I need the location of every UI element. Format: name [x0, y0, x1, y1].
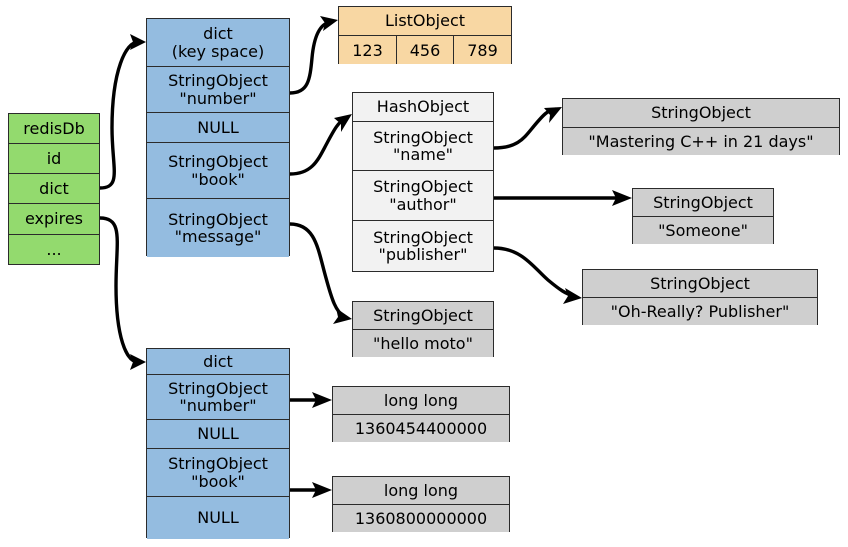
longlong-number-header: long long: [333, 387, 509, 415]
keyspace-dict-struct: dict (key space) StringObject "number" N…: [146, 18, 290, 257]
string-object-message: StringObject "hello moto": [352, 301, 494, 357]
redisdb-row-dict: dict: [9, 174, 99, 204]
longlong-book-header: long long: [333, 477, 509, 505]
list-object-header: ListObject: [339, 7, 511, 36]
list-object-cell-2: 789: [454, 36, 511, 64]
hash-object-field-author: StringObject "author": [353, 171, 493, 221]
expires-dict-header: dict: [147, 349, 289, 375]
redisdb-row-id: id: [9, 144, 99, 174]
arrow-hash-name-to-book-title: [493, 107, 562, 150]
keyspace-dict-null: NULL: [147, 113, 289, 143]
arrow-hash-publisher-to-publisher: [493, 246, 582, 304]
arrow-keyspace-message-to-hello-moto: [289, 222, 352, 324]
redisdb-row-ellipsis: ...: [9, 235, 99, 264]
arrow-redisdb-expires-to-expires-dict: [99, 216, 146, 370]
redisdb-row-name: redisDb: [9, 114, 99, 144]
arrow-expires-book-to-longlong-book: [290, 482, 332, 498]
string-object-publisher-value: "Oh-Really? Publisher": [583, 298, 817, 325]
string-object-message-header: StringObject: [353, 302, 493, 330]
hash-object-field-name: StringObject "name": [353, 122, 493, 171]
list-object-cells: 123 456 789: [339, 36, 511, 64]
keyspace-dict-header: dict (key space): [147, 19, 289, 67]
list-object-struct: ListObject 123 456 789: [338, 6, 512, 64]
keyspace-dict-key-number: StringObject "number": [147, 67, 289, 113]
longlong-book-struct: long long 1360800000000: [332, 476, 510, 532]
expires-dict-null-1: NULL: [147, 420, 289, 449]
string-object-author: StringObject "Someone": [632, 188, 774, 244]
string-object-author-header: StringObject: [633, 189, 773, 217]
string-object-book-title-value: "Mastering C++ in 21 days": [563, 128, 839, 155]
arrow-keyspace-book-to-hashobject: [289, 114, 352, 176]
keyspace-dict-key-message: StringObject "message": [147, 199, 289, 257]
expires-dict-key-book: StringObject "book": [147, 449, 289, 497]
string-object-book-title: StringObject "Mastering C++ in 21 days": [562, 98, 840, 155]
redisdb-struct: redisDb id dict expires ...: [8, 113, 100, 265]
list-object-cell-1: 456: [397, 36, 454, 64]
string-object-publisher: StringObject "Oh-Really? Publisher": [582, 269, 818, 325]
string-object-message-value: "hello moto": [353, 330, 493, 357]
hash-object-field-publisher: StringObject "publisher": [353, 221, 493, 271]
hash-object-struct: HashObject StringObject "name" StringObj…: [352, 92, 494, 272]
string-object-publisher-header: StringObject: [583, 270, 817, 298]
hash-object-header: HashObject: [353, 93, 493, 122]
longlong-book-value: 1360800000000: [333, 505, 509, 532]
redisdb-row-expires: expires: [9, 204, 99, 235]
arrow-redisdb-dict-to-keyspace: [99, 34, 146, 190]
arrow-keyspace-number-to-listobject: [289, 16, 338, 95]
string-object-author-value: "Someone": [633, 217, 773, 244]
expires-dict-key-number: StringObject "number": [147, 375, 289, 420]
arrow-expires-number-to-longlong-number: [290, 392, 332, 408]
longlong-number-value: 1360454400000: [333, 415, 509, 442]
longlong-number-struct: long long 1360454400000: [332, 386, 510, 442]
expires-dict-struct: dict StringObject "number" NULL StringOb…: [146, 348, 290, 539]
expires-dict-null-2: NULL: [147, 497, 289, 539]
keyspace-dict-key-book: StringObject "book": [147, 143, 289, 199]
string-object-book-title-header: StringObject: [563, 99, 839, 128]
list-object-cell-0: 123: [339, 36, 397, 64]
arrow-hash-author-to-someone: [494, 190, 632, 206]
